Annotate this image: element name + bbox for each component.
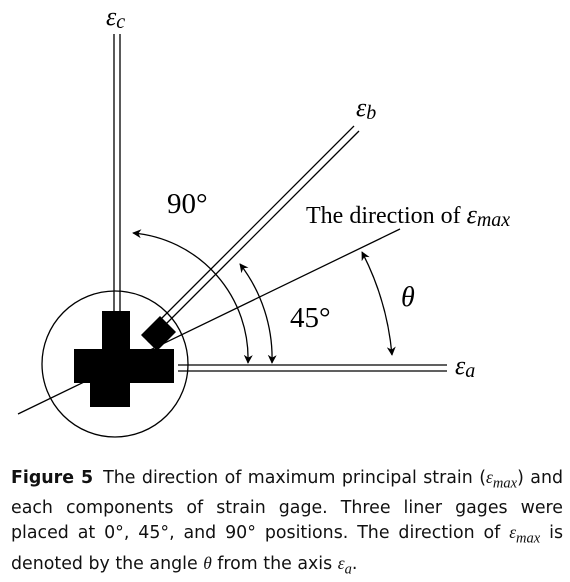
label-eps-b: εb (356, 93, 376, 124)
strain-gage-diagram: εc εb εa 90° 45° θ The direction of εmax (17, 2, 510, 438)
gage-c-line (113, 34, 121, 315)
caption-sub: max (516, 530, 541, 547)
caption-sub: max (492, 475, 518, 492)
gage-blocks (74, 311, 176, 407)
caption-eps: ε (337, 553, 345, 574)
arc-theta (361, 251, 396, 356)
caption-eps: ε (509, 522, 517, 543)
caption-text: . (351, 554, 358, 575)
caption-text: The direction of maximum principal strai… (103, 468, 487, 488)
label-direction-emax: The direction of εmax (306, 200, 510, 231)
gage-a-line (178, 364, 447, 372)
label-90-deg: 90° (167, 188, 208, 220)
figure-label: Figure 5 (11, 468, 94, 488)
label-theta: θ (401, 282, 415, 313)
label-eps-a: εa (455, 351, 475, 382)
caption-text: from the axis (211, 554, 338, 575)
caption-eps: ε (486, 467, 493, 487)
emax-direction-line (17, 228, 401, 415)
gage-circle (41, 290, 189, 438)
caption-text: ) and each components of strain gage. Th… (11, 468, 564, 544)
caption-theta: θ (203, 553, 212, 574)
caption-sub: a (344, 561, 352, 578)
label-eps-c: εc (106, 2, 125, 33)
label-45-deg: 45° (290, 302, 331, 334)
figure-caption: Figure 5 The direction of maximum princip… (11, 465, 563, 582)
arc-45 (239, 263, 277, 364)
